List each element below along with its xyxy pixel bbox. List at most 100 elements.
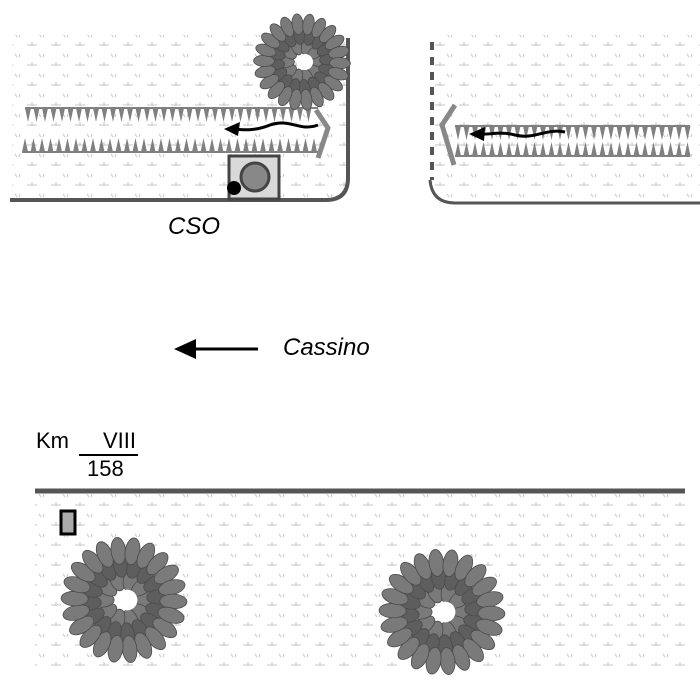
hedge-spike <box>676 126 682 140</box>
hedge-spike <box>463 142 470 156</box>
hedge-spike <box>203 108 210 122</box>
tree-icon <box>253 13 351 111</box>
hedge-spike <box>42 108 48 122</box>
hedge-spike <box>149 138 156 152</box>
hedge-spike <box>217 138 224 152</box>
hedge-spike <box>25 108 31 122</box>
road-edge-line <box>428 179 700 205</box>
hedge-spike <box>73 138 79 152</box>
hedge-spike <box>608 142 614 156</box>
hedge-spike <box>22 138 28 152</box>
direction-label: Cassino <box>283 334 370 361</box>
hedge-spike <box>98 138 105 152</box>
hedge-spike <box>642 126 648 140</box>
hedge-spike <box>506 142 512 156</box>
cso-label: CSO <box>168 213 221 240</box>
hedge-spike <box>81 138 88 152</box>
hedge-spike <box>132 138 139 152</box>
tree-leaf <box>329 57 351 70</box>
hedge-spike <box>514 126 521 140</box>
hedge-spike <box>144 108 150 122</box>
hedge-spike <box>531 126 538 140</box>
tree-leaf <box>157 606 185 624</box>
hedge-spike <box>480 142 487 156</box>
area-cso <box>10 13 351 202</box>
hedge-spike <box>158 138 164 152</box>
hedge-spike <box>608 126 614 140</box>
hedge-spike <box>64 138 71 152</box>
hedge-spike <box>591 142 597 156</box>
hedge-spike <box>271 108 278 122</box>
hedge-spike <box>531 142 538 156</box>
hedge-spike <box>47 138 54 152</box>
hedge-spike <box>186 108 193 122</box>
hedge-spike <box>472 142 478 156</box>
hedge-spike <box>67 108 74 122</box>
hedge-spike <box>135 108 142 122</box>
hedge-spike <box>642 142 648 156</box>
hedge-spike <box>169 108 176 122</box>
hedge-spike <box>127 108 133 122</box>
hedge-spike <box>684 126 691 140</box>
road-edge-line <box>10 38 350 202</box>
hedge-spike <box>84 108 91 122</box>
hedge-spike <box>237 108 244 122</box>
hedge-spike <box>305 108 312 122</box>
direction-arrow-icon <box>174 339 258 359</box>
hedge-spike <box>565 142 572 156</box>
hedge-spike <box>582 126 589 140</box>
hedge-spike <box>280 108 286 122</box>
hedge-spike <box>243 138 249 152</box>
hedge-spike <box>523 142 529 156</box>
hedge-spike <box>667 142 674 156</box>
hedge-row <box>455 142 691 157</box>
hedge-spike <box>599 126 606 140</box>
hedge-spike <box>152 108 159 122</box>
hedge-spike <box>251 138 258 152</box>
hedge-spike <box>625 142 631 156</box>
hedge-spike <box>76 108 82 122</box>
hedge-spike <box>209 138 215 152</box>
hedge-spike <box>90 138 96 152</box>
hedge-spike <box>229 108 235 122</box>
cso-circle <box>239 161 271 193</box>
hedge-spike <box>557 142 563 156</box>
hedge-spike <box>212 108 218 122</box>
hedge-spike <box>288 108 295 122</box>
area-right <box>428 35 700 205</box>
hedge-spike <box>166 138 173 152</box>
hedge-spike <box>684 142 691 156</box>
hedge-spike <box>463 126 470 140</box>
hedge-spike <box>565 126 572 140</box>
hedge-spike <box>260 138 266 152</box>
bracket-marker <box>439 103 458 166</box>
km-prefix: Km <box>36 428 69 453</box>
hedge-row <box>22 138 318 153</box>
hedge-spike <box>489 142 495 156</box>
hedge-spike <box>311 138 317 152</box>
hedge-spike <box>599 142 606 156</box>
hedge-spike <box>33 108 40 122</box>
hedge-row <box>25 107 318 122</box>
km-number: 158 <box>87 456 124 481</box>
tree-gap <box>434 601 456 623</box>
area-bottom <box>35 488 685 675</box>
hedge-spike <box>294 138 300 152</box>
hedge-spike <box>582 142 589 156</box>
hedge-spike <box>263 108 269 122</box>
hedge-spike <box>118 108 125 122</box>
tree-leaf <box>378 602 407 619</box>
hedge-spike <box>514 142 521 156</box>
km-roman: VIII <box>79 428 139 456</box>
hedge-spike <box>124 138 130 152</box>
hedge-spike <box>676 142 682 156</box>
hedge-spike <box>650 142 657 156</box>
hedge-spike <box>455 142 461 156</box>
hedge-spike <box>574 126 580 140</box>
hedge-row <box>455 125 691 140</box>
tree-gap <box>297 54 313 70</box>
hedge-spike <box>497 142 504 156</box>
tree-gap <box>116 589 138 611</box>
hedge-spike <box>277 138 283 152</box>
